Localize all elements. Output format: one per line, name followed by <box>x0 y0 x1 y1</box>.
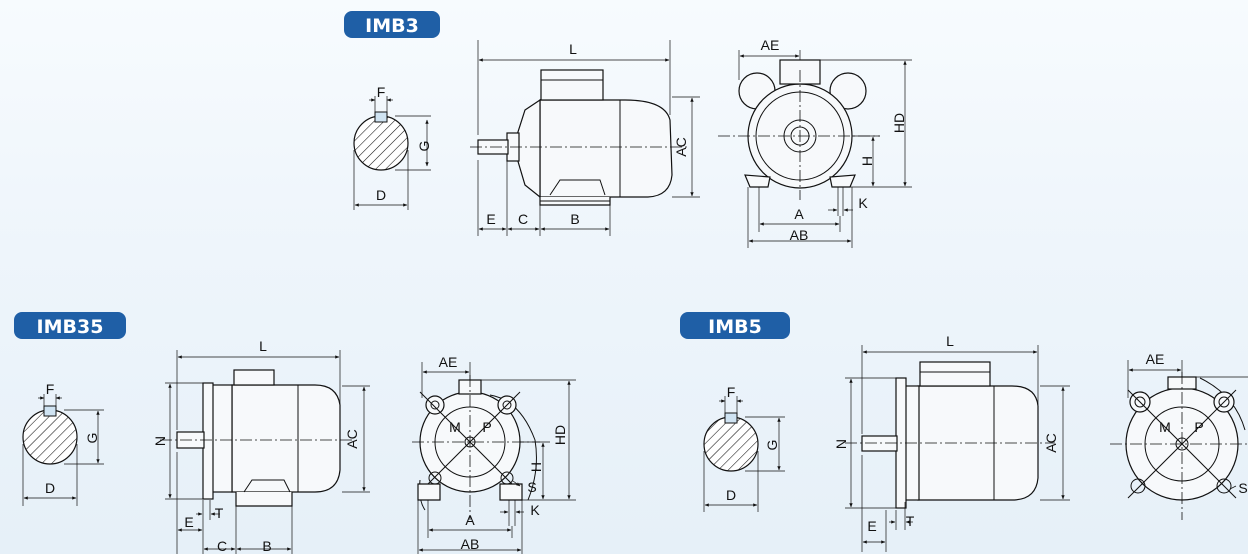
imb35-label-d: D <box>45 480 55 496</box>
imb3-label-h: H <box>859 156 875 166</box>
imb3-label-l: L <box>569 41 577 57</box>
imb3-label-ab: AB <box>790 227 809 243</box>
imb35-label-hd: HD <box>552 425 568 445</box>
imb3-badge: IMB3 <box>344 11 440 38</box>
imb35-label-e: E <box>184 514 193 530</box>
imb3-label-e: E <box>486 211 495 227</box>
imb3-label-hd: HD <box>891 113 907 133</box>
imb3-label-f: F <box>377 84 386 100</box>
imb35-front-view: M P AE HD H S K <box>412 354 576 554</box>
imb35-label-g: G <box>84 433 100 444</box>
imb5-label-ae: AE <box>1146 351 1165 367</box>
imb5-section: IMB5 F G D <box>680 312 1248 552</box>
imb3-side-view: L AC E C B <box>470 40 700 236</box>
imb5-label-p: P <box>1194 419 1203 435</box>
imb5-label-ac: AC <box>1043 433 1059 452</box>
imb35-label-ac: AC <box>344 429 360 448</box>
imb35-label-c: C <box>217 538 227 554</box>
imb5-badge: IMB5 <box>680 312 790 339</box>
imb35-title: IMB35 <box>37 316 104 338</box>
imb35-label-ae: AE <box>439 354 458 370</box>
imb35-label-ab: AB <box>461 536 480 552</box>
imb5-side-view: L N AC E T <box>833 333 1070 552</box>
imb3-label-g: G <box>416 141 432 152</box>
imb5-label-d: D <box>726 487 736 503</box>
imb3-label-ac: AC <box>673 137 689 156</box>
imb5-label-e: E <box>867 518 876 534</box>
imb35-label-f: F <box>46 381 55 397</box>
imb5-title: IMB5 <box>708 316 762 338</box>
imb35-label-a: A <box>465 512 475 528</box>
imb3-label-ae: AE <box>761 37 780 53</box>
imb3-label-d: D <box>376 187 386 203</box>
imb5-label-f: F <box>727 384 736 400</box>
imb35-label-k: K <box>530 502 540 518</box>
imb35-badge: IMB35 <box>14 312 126 339</box>
imb5-label-t: T <box>906 513 915 529</box>
imb35-label-h: H <box>528 462 544 472</box>
imb35-label-s: S <box>527 479 536 495</box>
imb5-label-g: G <box>764 440 780 451</box>
imb35-label-b: B <box>262 538 271 554</box>
imb35-shaft-section: F G D <box>22 381 104 506</box>
imb3-section: IMB3 F G D <box>344 11 912 248</box>
imb3-label-c: C <box>518 211 528 227</box>
imb35-label-p: P <box>482 419 491 435</box>
imb35-side-view: L N AC E T C B <box>152 338 370 554</box>
imb3-front-view: AE HD H K A AB <box>718 37 912 248</box>
imb35-label-m: M <box>449 419 461 435</box>
imb35-label-l: L <box>259 338 267 354</box>
imb35-section: IMB35 F G D <box>14 312 576 554</box>
imb5-front-view: M P AE S <box>1110 351 1248 520</box>
imb3-shaft-section: F G D <box>353 84 432 210</box>
imb5-label-l: L <box>946 333 954 349</box>
imb5-label-s: S <box>1238 480 1247 496</box>
imb5-label-m: M <box>1159 419 1171 435</box>
imb3-title: IMB3 <box>365 15 419 37</box>
imb35-label-t: T <box>215 505 224 521</box>
imb5-label-n: N <box>833 439 849 449</box>
imb3-label-b: B <box>570 211 579 227</box>
imb3-label-a: A <box>794 206 804 222</box>
imb5-shaft-section: F G D <box>703 384 785 512</box>
imb35-label-n: N <box>152 436 168 446</box>
imb3-label-k: K <box>858 195 868 211</box>
